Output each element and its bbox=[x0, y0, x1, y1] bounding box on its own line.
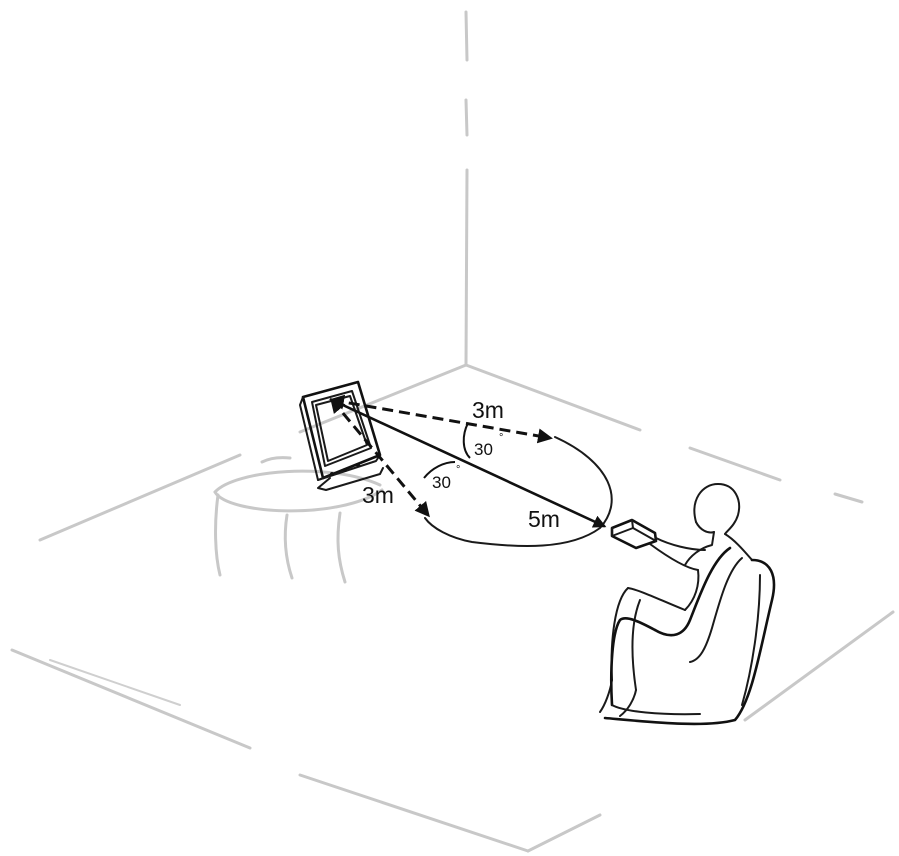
lower-angle-degree: ° bbox=[456, 464, 460, 476]
side-table bbox=[215, 458, 382, 582]
room-back-left-floor-edge bbox=[40, 365, 466, 540]
lower-angle-label: 30 bbox=[432, 473, 451, 492]
room-corner-vertical-line bbox=[466, 12, 467, 365]
room-front-right-floor-edge bbox=[528, 612, 893, 851]
center-distance-label: 5m bbox=[528, 506, 560, 532]
lower-distance-label: 3m bbox=[362, 482, 394, 508]
seated-person bbox=[600, 484, 752, 716]
room-floor-sketch-stroke bbox=[50, 660, 180, 705]
upper-angle-label: 30 bbox=[474, 440, 493, 459]
upper-30-degree-angle-arc bbox=[464, 423, 470, 458]
room-outline bbox=[12, 12, 893, 851]
upper-distance-label: 3m bbox=[472, 397, 504, 423]
room-front-left-floor-edge bbox=[12, 650, 528, 851]
armchair bbox=[605, 548, 774, 724]
reception-area-boundary bbox=[425, 437, 612, 546]
upper-angle-degree: ° bbox=[499, 432, 503, 444]
